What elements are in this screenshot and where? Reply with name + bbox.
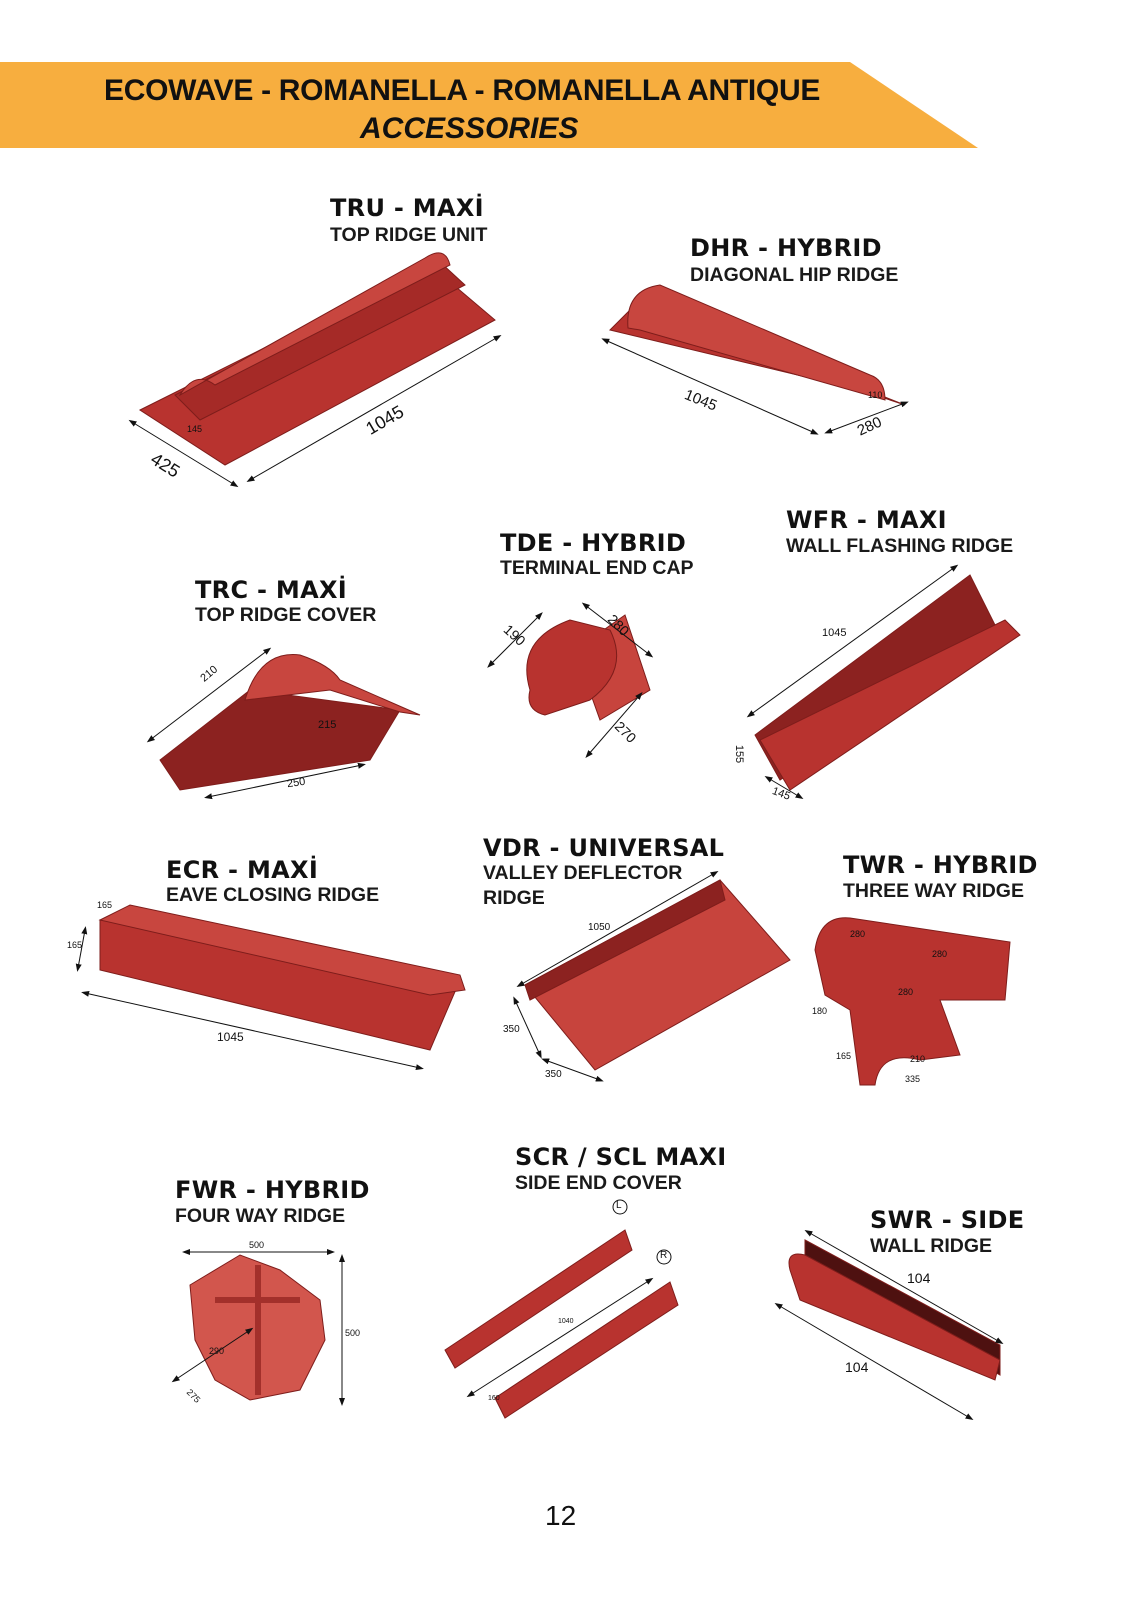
dhr-code: DHR - HYBRID [690,234,882,262]
twr-name: THREE WAY RIDGE [843,880,1024,902]
twr-dim: 280 [898,987,914,997]
ecr-dim: 165 [67,940,83,950]
scr-left-marker: L [616,1200,622,1211]
page-number: 12 [545,1500,577,1531]
trc-code: TRC - MAXİ [195,576,348,604]
swr-dim: 104 [845,1359,869,1375]
vdr-dim: 350 [545,1069,562,1080]
ecr-dim: 165 [97,900,113,910]
trc-dim: 215 [318,719,337,731]
twr-dim: 165 [836,1051,852,1061]
wfr-code: WFR - MAXI [786,506,947,534]
tru-name: TOP RIDGE UNIT [330,224,488,246]
header-banner [0,62,1000,150]
ecr-image [98,904,466,1051]
vdr-dim: 350 [503,1024,520,1035]
ecr-code: ECR - MAXİ [166,856,319,884]
fwr-dim: 290 [209,1346,225,1356]
vdr-name-line2: RIDGE [483,887,545,909]
wfr-dim: 1045 [822,627,847,639]
twr-dim: 180 [812,1006,828,1016]
swr-dim: 104 [907,1270,931,1286]
vdr-code: VDR - UNIVERSAL [483,834,725,862]
scr-code: SCR / SCL MAXI [515,1143,727,1171]
twr-code: TWR - HYBRID [843,851,1038,879]
tde-code: TDE - HYBRID [500,529,687,557]
ecr-dim: 1045 [217,1030,244,1044]
wfr-name: WALL FLASHING RIDGE [786,535,1014,557]
dhr-name: DIAGONAL HIP RIDGE [690,264,899,286]
twr-dim: 280 [932,949,948,959]
fwr-image [189,1254,326,1401]
swr-code: SWR - SIDE [870,1206,1025,1234]
trc-name: TOP RIDGE COVER [195,604,377,626]
scr-right-marker: R [660,1250,668,1261]
vdr-name: VALLEY DEFLECTOR [483,862,683,884]
scr-dim: 1040 [558,1318,574,1325]
swr-image [788,1239,1001,1381]
header-subtitle: ACCESSORIES [360,112,579,145]
fwr-name: FOUR WAY RIDGE [175,1205,346,1227]
tru-dim: 145 [187,424,203,434]
header-title: ECOWAVE - ROMANELLA - ROMANELLA ANTIQUE [104,74,821,107]
ecr-name: EAVE CLOSING RIDGE [166,884,380,906]
dhr-image [609,284,906,406]
vdr-image [524,879,791,1071]
scr-dim: 160 [488,1395,500,1402]
dhr-dim: 110 [868,390,883,400]
twr-dim: 210 [910,1054,926,1064]
twr-dim: 335 [905,1074,921,1084]
swr-name: WALL RIDGE [870,1235,993,1257]
wfr-dim: 155 [733,744,746,764]
fwr-dim: 500 [249,1240,265,1250]
scr-name: SIDE END COVER [515,1172,682,1194]
twr-dim: 280 [850,929,866,939]
twr-image [814,917,1011,1086]
tde-name: TERMINAL END CAP [500,557,694,579]
fwr-dim: 500 [345,1328,361,1338]
vdr-dim: 1050 [588,922,611,933]
fwr-code: FWR - HYBRID [175,1176,370,1204]
trc-dim: 250 [286,775,307,791]
tru-code: TRU - MAXİ [330,194,484,222]
